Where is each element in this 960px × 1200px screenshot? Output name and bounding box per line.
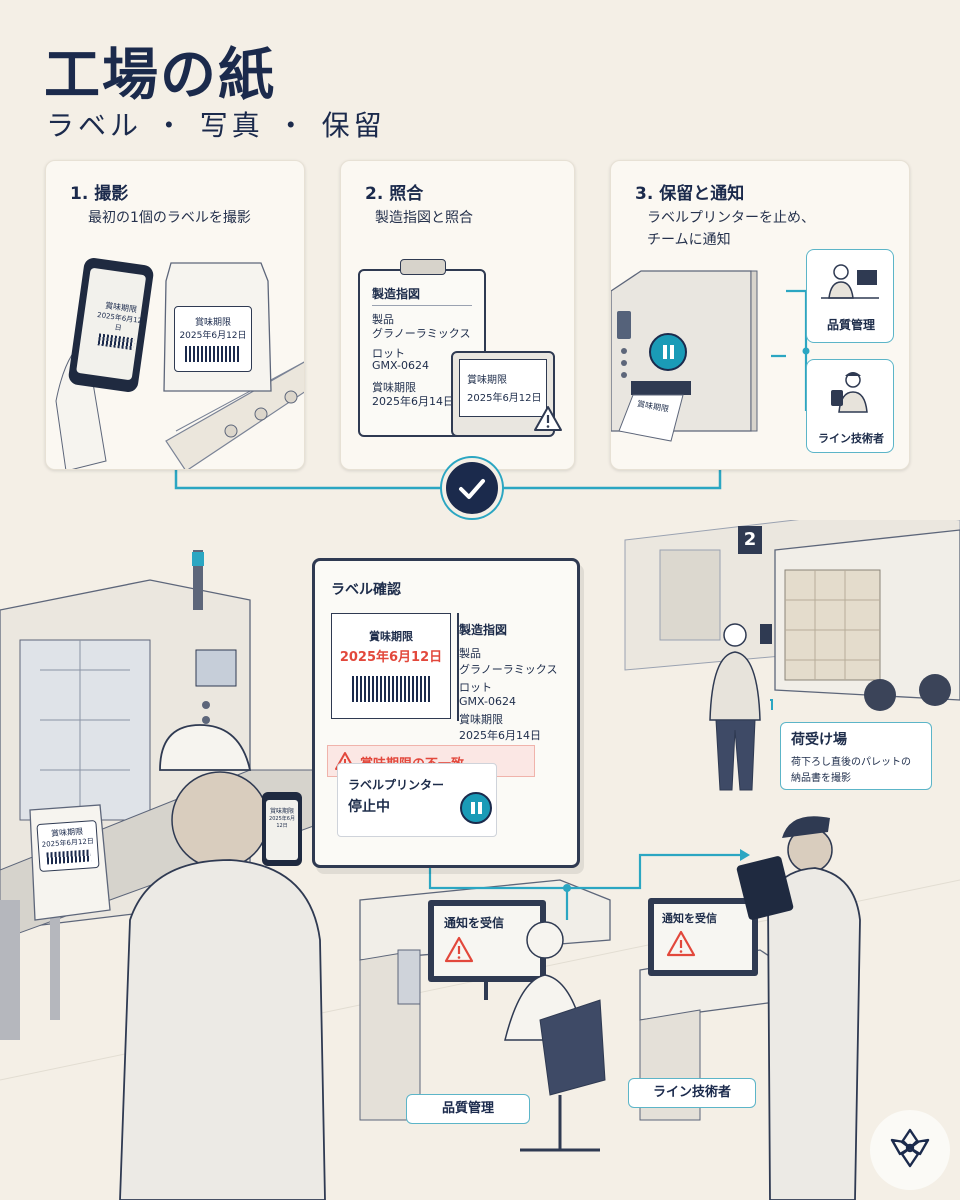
- step-title: 2. 照合: [365, 184, 424, 204]
- lot-value: GMX-0624: [372, 359, 429, 372]
- popup-lot-value: GMX-0624: [459, 695, 516, 708]
- bag-label: 賞味期限 2025年6月12日: [174, 306, 252, 372]
- popup-product-key: 製品: [459, 647, 481, 660]
- warning-icon: [666, 930, 696, 957]
- popup-label-line1: 賞味期限: [369, 630, 413, 643]
- page-subtitle: ラベル ・ 写真 ・ 保留: [46, 109, 386, 142]
- worker-phone-line2: 2025年6月12日: [269, 816, 295, 829]
- brand-logo: [870, 1110, 950, 1190]
- tech-monitor: 通知を受信: [654, 904, 752, 970]
- receiving-desc-line1: 荷下ろし直後のパレットの: [791, 757, 911, 768]
- popup-product-value: グラノーラミックス: [459, 663, 558, 676]
- check-icon: [442, 458, 502, 518]
- barcode-icon: [352, 676, 430, 702]
- lot-key: ロット: [372, 347, 405, 360]
- scanned-label: 賞味期限 2025年6月12日: [451, 351, 562, 437]
- dock-number: 2: [743, 529, 757, 550]
- divider: [372, 305, 472, 306]
- product-key: 製品: [372, 313, 394, 326]
- warning-icon: [444, 936, 474, 963]
- label-check-popup: ラベル確認 賞味期限 2025年6月12日 製造指図 製品 グラノーラミックス …: [312, 558, 580, 868]
- popup-label-line2: 2025年6月12日: [339, 650, 443, 665]
- technician-tag: ライン技術者: [628, 1078, 756, 1108]
- team-label-technician: ライン技術者: [818, 432, 884, 445]
- scanned-label-face: [459, 359, 547, 417]
- step-desc: 最初の1個のラベルを撮影: [88, 210, 251, 226]
- popup-label: 賞味期限 2025年6月12日: [331, 613, 451, 719]
- barcode-icon: [46, 849, 92, 865]
- bag-label-line1: 賞味期限: [194, 318, 231, 328]
- step-desc-line1: ラベルプリンターを止め、: [647, 210, 815, 226]
- qa-monitor-text: 通知を受信: [444, 916, 505, 930]
- qa-tag: 品質管理: [406, 1094, 530, 1124]
- machine-bag-label: 賞味期限 2025年6月12日: [36, 819, 100, 873]
- printer-status-line2: 停止中: [348, 799, 390, 815]
- popup-lot-key: ロット: [459, 681, 492, 694]
- clipboard-heading: 製造指図: [372, 287, 421, 301]
- printer-status-box: ラベルプリンター 停止中: [337, 763, 497, 837]
- step-title: 1. 撮影: [70, 184, 129, 204]
- best-before-key: 賞味期限: [372, 381, 416, 394]
- receiving-dock-callout: 荷受け場 荷下ろし直後のパレットの 納品書を撮影: [780, 722, 932, 790]
- phone-label: 賞味期限 2025年6月12日: [91, 293, 148, 351]
- team-card-quality: 品質管理: [806, 249, 894, 343]
- pause-icon: [649, 333, 687, 371]
- popup-best-before-value: 2025年6月14日: [459, 729, 541, 742]
- step-card-hold: 3. 保留と通知 ラベルプリンターを止め、 チームに通知 賞味期限 品質管理: [610, 160, 910, 470]
- receiving-desc-line2: 納品書を撮影: [791, 773, 851, 784]
- barcode-icon: [185, 346, 241, 362]
- best-before-value: 2025年6月14日: [372, 395, 454, 408]
- popup-divider: [457, 613, 459, 721]
- page-title: 工場の紙: [44, 43, 276, 108]
- qa-monitor: 通知を受信: [434, 906, 540, 976]
- step-card-verify: 2. 照合 製造指図と照合 製造指図 製品 グラノーラミックス ロット GMX-…: [340, 160, 575, 470]
- tech-monitor-text: 通知を受信: [662, 912, 717, 925]
- clip-icon: [400, 259, 446, 275]
- step-title: 3. 保留と通知: [635, 184, 745, 204]
- step-desc-line2: チームに通知: [647, 232, 731, 248]
- team-label-quality: 品質管理: [826, 318, 875, 332]
- scanned-label-line2: 2025年6月12日: [467, 393, 542, 404]
- step-desc: 製造指図と照合: [375, 210, 473, 226]
- technician-person-icon: [831, 372, 868, 413]
- team-card-technician: ライン技術者: [806, 359, 894, 453]
- bag-label-line2: 2025年6月12日: [179, 331, 247, 341]
- worker-phone-screen: 賞味期限 2025年6月12日: [266, 800, 298, 860]
- popup-order-heading: 製造指図: [459, 623, 508, 637]
- step-card-capture: 1. 撮影 最初の1個のラベルを撮影 賞味期限 2025年6月12日 賞味期限 …: [45, 160, 305, 470]
- popup-title: ラベル確認: [331, 582, 401, 598]
- receiving-title: 荷受け場: [791, 732, 847, 748]
- warning-icon: [534, 406, 562, 431]
- worker-phone-line1: 賞味期限: [269, 808, 294, 815]
- pause-icon: [460, 792, 492, 824]
- flower-logo-icon: [890, 1128, 930, 1168]
- scanned-label-line1: 賞味期限: [467, 375, 507, 386]
- printer-status-line1: ラベルプリンター: [348, 778, 445, 792]
- product-value: グラノーラミックス: [372, 327, 471, 340]
- qa-person-icon: [821, 264, 879, 299]
- popup-best-before-key: 賞味期限: [459, 713, 503, 726]
